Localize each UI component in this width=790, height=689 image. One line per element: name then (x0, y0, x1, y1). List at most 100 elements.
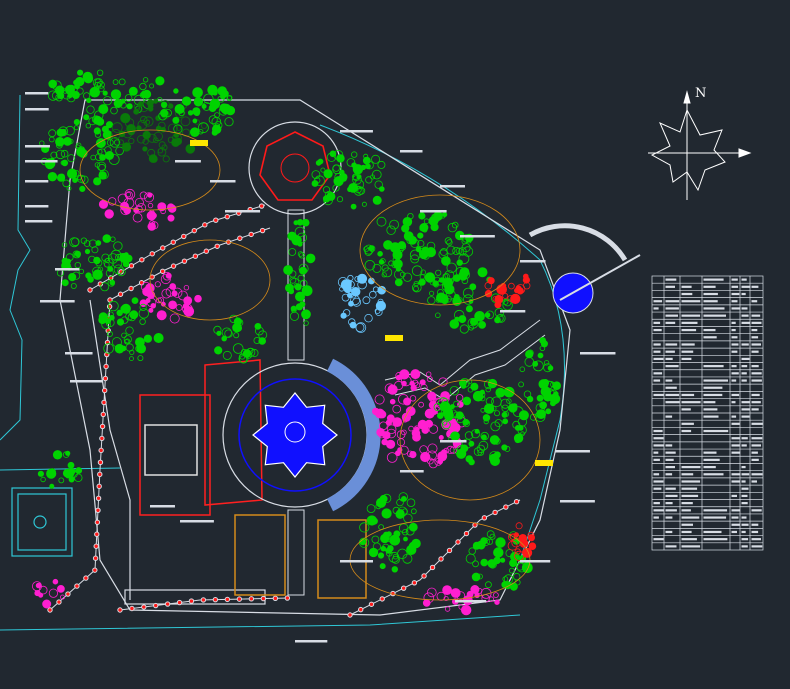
plant-symbol (97, 266, 104, 272)
plant-symbol (116, 267, 126, 277)
plant-symbol (95, 138, 106, 149)
plant-symbol (224, 117, 234, 127)
plant-symbol (67, 168, 78, 179)
plant-symbol (346, 158, 356, 167)
plant-symbol (441, 419, 448, 426)
label-stub (55, 268, 80, 271)
plant-symbol (283, 265, 294, 275)
east-pond (528, 223, 641, 314)
plant-symbol (536, 409, 546, 420)
plant-symbol (138, 308, 150, 319)
plant-symbol (290, 306, 297, 313)
plant-symbol (161, 288, 172, 299)
plant-symbol (403, 536, 408, 542)
perimeter-paths (47, 203, 521, 618)
plant-symbol (361, 201, 367, 207)
plant-symbol (336, 196, 344, 203)
plant-symbol (182, 303, 190, 310)
plant-symbol (495, 314, 504, 323)
plant-symbol (238, 353, 249, 364)
plant-symbol (391, 566, 398, 573)
plant-symbol (58, 126, 69, 137)
plant-symbol (547, 365, 554, 371)
plant-symbol (301, 285, 313, 297)
plant-symbol (396, 509, 405, 518)
plant-symbol (42, 599, 52, 609)
plant-symbol (405, 526, 415, 536)
plant-symbol (101, 253, 110, 262)
plant-symbol (180, 116, 191, 127)
plant-symbol (74, 262, 81, 269)
plant-symbol (48, 79, 57, 89)
label-stub (25, 220, 53, 223)
plant-symbol (288, 248, 297, 256)
plant-symbol (458, 253, 470, 265)
label-stub (340, 560, 374, 563)
plant-symbol (517, 417, 528, 427)
plant-symbol (113, 264, 124, 275)
plant-symbol (143, 334, 152, 343)
plant-symbol (55, 137, 65, 147)
plant-symbol (354, 179, 365, 190)
plant-symbol (467, 379, 473, 385)
plant-symbol (56, 173, 66, 182)
plant-symbol (293, 220, 299, 226)
plant-symbol (338, 169, 345, 176)
plant-symbol (501, 444, 508, 451)
plant-symbol (289, 276, 297, 284)
plant-symbol (423, 592, 435, 604)
plant-symbol (299, 301, 306, 308)
plant-symbol (297, 241, 303, 247)
plant-symbol (169, 313, 180, 324)
plant-symbol (303, 320, 309, 326)
plant-symbol (65, 450, 71, 456)
plant-symbol (34, 590, 41, 597)
plant-symbol (539, 337, 547, 344)
plant-symbol (408, 541, 418, 551)
plant-symbol (365, 160, 374, 170)
plant-symbol (495, 387, 506, 398)
plant-symbol (120, 101, 127, 109)
plant-symbol (439, 248, 448, 256)
plant-symbol (224, 105, 230, 111)
plant-symbol (181, 96, 192, 106)
plant-symbol (112, 79, 119, 85)
plant-symbol (537, 352, 544, 359)
plant-symbol (351, 151, 358, 158)
plant-symbol (411, 265, 423, 277)
plant-symbol (134, 337, 145, 348)
plant-symbol (62, 179, 70, 188)
plant-symbol (153, 131, 163, 142)
plant-symbol (150, 155, 158, 163)
plant-symbol (102, 234, 112, 243)
plant-symbol (382, 267, 393, 278)
label-stub (25, 180, 49, 183)
plant-symbol (293, 282, 300, 289)
accent-feature (535, 460, 553, 466)
plant-symbol (402, 529, 409, 536)
plant-symbol (148, 220, 156, 227)
plant-symbol (158, 111, 168, 121)
plant-symbol (522, 273, 529, 280)
plant-symbol (47, 171, 58, 182)
plant-symbol (83, 92, 91, 100)
plant-symbol (137, 119, 148, 130)
label-stub (70, 380, 104, 383)
plant-symbol (153, 137, 159, 144)
plant-symbol (512, 420, 521, 429)
plant-symbol (192, 87, 203, 98)
plant-symbol (486, 538, 493, 545)
plant-symbol (91, 246, 99, 254)
plant-symbol (417, 232, 424, 239)
plant-symbol (509, 559, 518, 568)
sports-court (11, 487, 73, 557)
plant-symbol (428, 424, 439, 434)
plant-symbol (128, 86, 138, 96)
plant-symbol (300, 279, 308, 288)
plant-symbol (48, 136, 55, 143)
plant-symbol (50, 151, 58, 159)
plant-symbol (391, 555, 400, 564)
plant-symbol (397, 548, 408, 560)
plant-symbol (171, 138, 180, 147)
plant-symbol (473, 447, 483, 456)
